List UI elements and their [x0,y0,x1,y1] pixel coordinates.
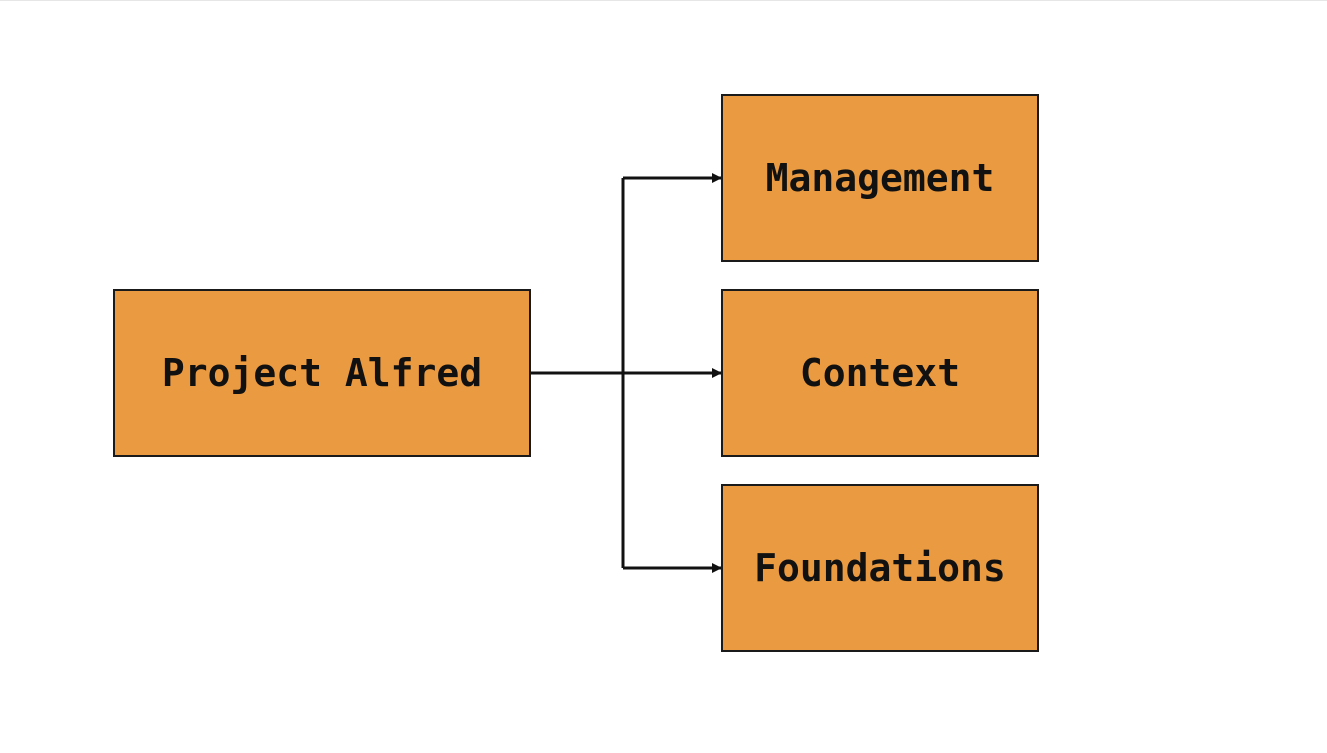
child-node-label: Context [799,351,961,395]
child-node-management[interactable]: Management [721,94,1039,262]
root-node-label: Project Alfred [161,351,483,395]
child-node-label: Foundations [754,546,1006,590]
child-node-label: Management [765,156,995,200]
top-border-line [0,0,1327,1]
child-node-foundations[interactable]: Foundations [721,484,1039,652]
child-node-context[interactable]: Context [721,289,1039,457]
root-node-project-alfred[interactable]: Project Alfred [113,289,531,457]
